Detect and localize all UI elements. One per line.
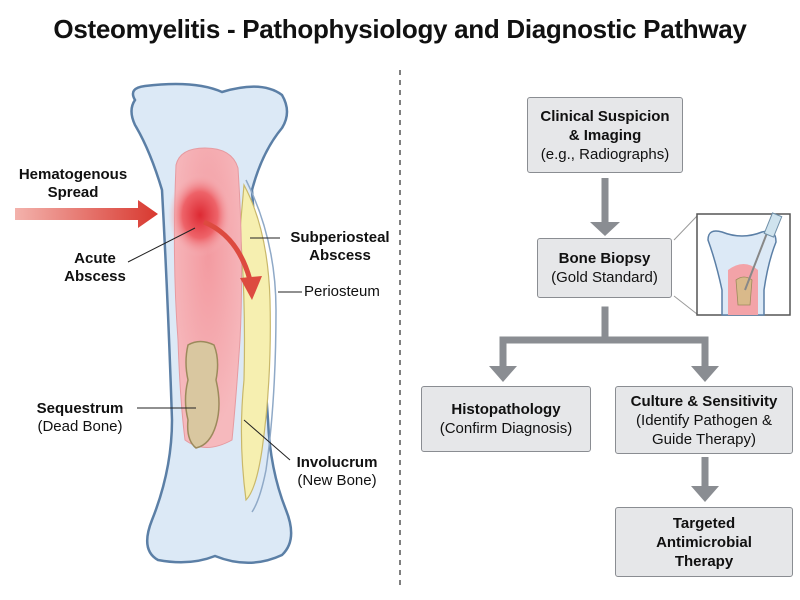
periosteum-line bbox=[245, 179, 277, 513]
inset-connector-bottom bbox=[673, 295, 698, 315]
box-histopathology: Histopathology (Confirm Diagnosis) bbox=[421, 386, 591, 452]
acute-abscess-focus bbox=[168, 173, 232, 257]
spread-arrow-head bbox=[240, 276, 262, 300]
subperiosteal-abscess-region bbox=[239, 182, 271, 502]
label-acute-abscess: Acute Abscess bbox=[64, 250, 126, 285]
label-periosteum: Periosteum bbox=[304, 283, 380, 300]
box-bone-biopsy: Bone Biopsy (Gold Standard) bbox=[537, 238, 672, 298]
label-subperiosteal-abscess: Subperiosteal Abscess bbox=[290, 229, 390, 264]
flow-arrow-3-head bbox=[691, 486, 719, 502]
label-involucrum: Involucrum (New Bone) bbox=[296, 454, 378, 489]
box-targeted-therapy: Targeted Antimicrobial Therapy bbox=[615, 507, 793, 577]
inset-connector-top bbox=[673, 215, 698, 241]
leader-involucrum bbox=[243, 419, 291, 461]
hematogenous-arrow bbox=[15, 200, 158, 228]
page-title: Osteomyelitis - Pathophysiology and Diag… bbox=[53, 14, 747, 44]
biopsy-inset bbox=[696, 212, 791, 316]
box-clinical-suspicion: Clinical Suspicion & Imaging (e.g., Radi… bbox=[527, 97, 683, 173]
box-culture-sensitivity: Culture & Sensitivity (Identify Pathogen… bbox=[615, 386, 793, 454]
leader-acute-abscess bbox=[127, 227, 196, 263]
label-hematogenous-spread: Hematogenous Spread bbox=[18, 166, 128, 201]
flow-arrow-left-head bbox=[489, 366, 517, 382]
sequestrum-fragment bbox=[184, 340, 220, 449]
flow-arrow-right-head bbox=[691, 366, 719, 382]
label-sequestrum: Sequestrum (Dead Bone) bbox=[36, 400, 124, 435]
flow-arrow-branch bbox=[499, 306, 709, 372]
spread-curved-arrow bbox=[202, 219, 253, 281]
flow-arrow-1-head bbox=[590, 222, 620, 236]
